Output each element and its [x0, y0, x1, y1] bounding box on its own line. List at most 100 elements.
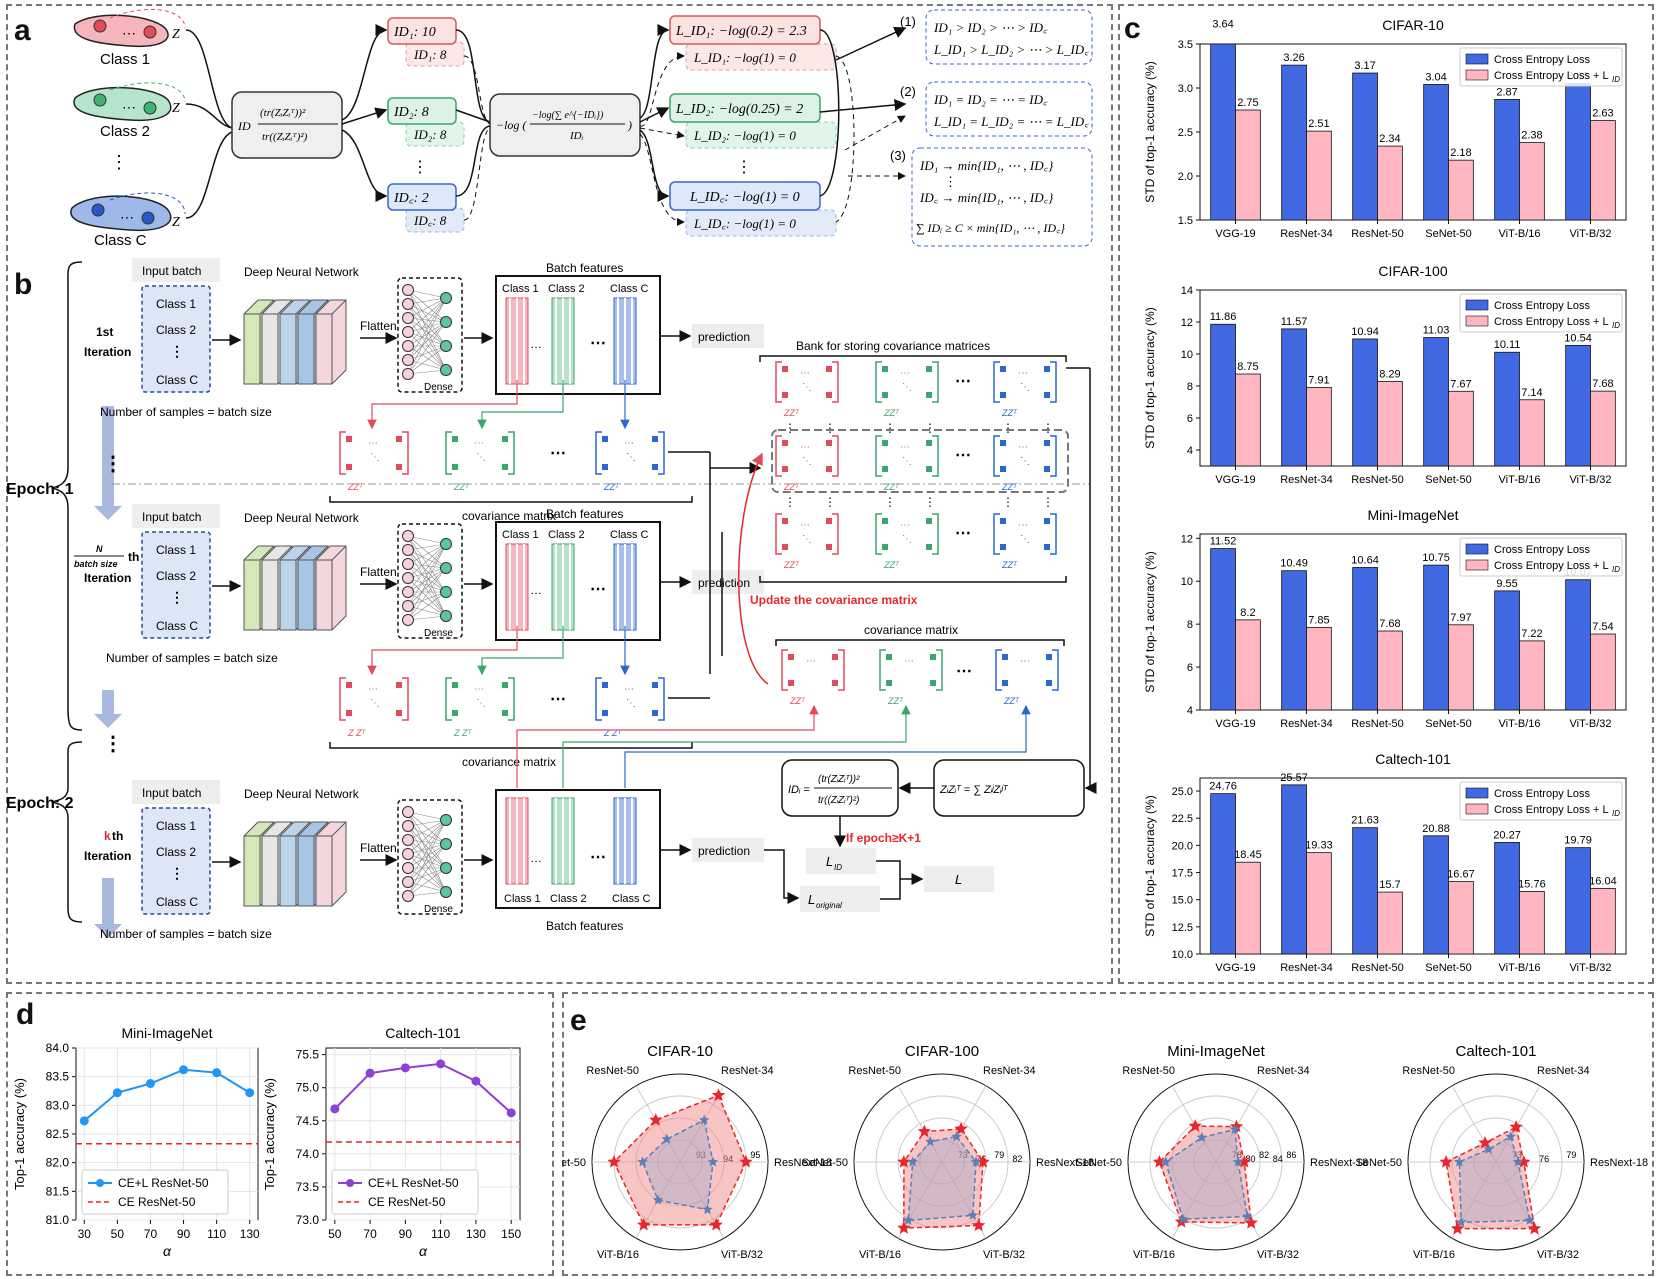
radar-point — [711, 1088, 726, 1101]
svg-text:N: N — [96, 544, 103, 554]
class-2-blob: ⋯ — [73, 82, 186, 122]
bar-value-label: 8.29 — [1379, 368, 1400, 380]
svg-text:Class C: Class C — [156, 373, 198, 387]
bar-value-label: 7.91 — [1308, 374, 1329, 386]
radar-axis-label: ResNet-34 — [983, 1065, 1036, 1077]
y-tick-label: 73.0 — [296, 1213, 320, 1227]
svg-text:⋯: ⋯ — [1020, 656, 1030, 667]
svg-text:⋯: ⋯ — [1018, 368, 1028, 379]
bar-ce — [1281, 570, 1307, 711]
radar-point — [1454, 1156, 1465, 1167]
bar-value-label: 7.54 — [1592, 621, 1613, 633]
bar-ce — [1423, 835, 1449, 955]
radar-point — [698, 1114, 710, 1125]
svg-text:Class 1: Class 1 — [502, 283, 539, 295]
radar-axis-label: ViT-B/32 — [1537, 1249, 1579, 1261]
svg-text:ZZᵀ: ZZᵀ — [453, 482, 470, 492]
progress-arrow — [102, 690, 114, 714]
y-tick-label: 6 — [1187, 662, 1193, 674]
svg-text:⋯: ⋯ — [550, 445, 566, 462]
x-tick-label: ResNet-50 — [1351, 474, 1404, 486]
bar-ce-lid — [1235, 109, 1261, 221]
svg-text:⋯: ⋯ — [955, 447, 971, 464]
legend-item: Cross Entropy Loss + L — [1494, 316, 1609, 328]
bar-ce-lid — [1377, 891, 1403, 955]
bar-chart-4: Caltech-10110.012.515.017.520.022.525.0S… — [1143, 751, 1627, 974]
svg-text:original: original — [816, 901, 842, 910]
class-c-label: Class C — [94, 232, 147, 249]
loss2-shadow: L_ID₂: −log(1) = 0 — [693, 128, 796, 143]
radar-axis-label: ResNext-18 — [1590, 1157, 1648, 1169]
y-axis-label: STD of top-1 accuracy (%) — [1143, 61, 1157, 202]
dense-layer — [397, 799, 463, 915]
radar-axis-label: ResNet-34 — [1257, 1065, 1310, 1077]
radar-point — [1160, 1156, 1171, 1167]
data-point — [145, 1079, 155, 1089]
radar-axis-label: ViT-B/16 — [1413, 1249, 1455, 1261]
svg-text:⋯: ⋯ — [955, 373, 971, 390]
idc-box: ID꜀: 2 — [393, 191, 429, 206]
radar-axis-label: SeNet-50 — [802, 1157, 848, 1169]
series-line — [334, 1062, 512, 1114]
radar-point — [951, 1131, 962, 1142]
bar-ce — [1565, 579, 1591, 711]
progress-arrow — [102, 878, 114, 924]
svg-text:⋱: ⋱ — [1020, 456, 1030, 467]
bar-ce-lid — [1590, 390, 1616, 467]
svg-text:Class C: Class C — [612, 893, 651, 905]
svg-text:⋮: ⋮ — [170, 343, 184, 359]
radar-axis-label: ResNext-18 — [1036, 1157, 1094, 1169]
radar-axis-label: ViT-B/16 — [1133, 1249, 1175, 1261]
svg-text:⋱: ⋱ — [476, 698, 486, 709]
radar-ring-label: 79 — [994, 1150, 1004, 1160]
svg-text:L: L — [826, 854, 833, 869]
svg-text:Z Zᵀ: Z Zᵀ — [347, 728, 366, 738]
x-tick-label: SeNet-50 — [1425, 474, 1471, 486]
radar-point — [903, 1214, 914, 1225]
radar-point — [1196, 1132, 1208, 1142]
y-tick-label: 82.0 — [46, 1156, 70, 1170]
svg-text:⋮: ⋮ — [103, 733, 123, 755]
bar-ce — [1210, 323, 1236, 467]
svg-text:Iteration: Iteration — [84, 849, 131, 863]
radar-axis-label: ResNet-50 — [1122, 1065, 1175, 1077]
radar-axis-label: ResNext-18 — [1310, 1157, 1368, 1169]
radar-point — [967, 1209, 979, 1220]
svg-text:Class 2: Class 2 — [548, 283, 585, 295]
bar-value-label: 10.64 — [1351, 554, 1379, 566]
bar-ce-lid — [1448, 624, 1474, 711]
bar-ce-lid — [1377, 380, 1403, 467]
svg-text:ID: ID — [834, 863, 842, 872]
y-tick-label: 2.0 — [1178, 171, 1193, 183]
bar-value-label: 11.86 — [1210, 311, 1237, 323]
svg-text:Class 2: Class 2 — [156, 845, 196, 859]
class-1-label: Class 1 — [100, 51, 150, 68]
class-1-blob: ⋯ — [73, 8, 186, 48]
y-tick-label: 3.5 — [1178, 39, 1193, 51]
epoch-1-label: Epoch: 1 — [6, 481, 74, 498]
radar-axis-label: ResNet-50 — [848, 1065, 901, 1077]
samples-note: Number of samples = batch size — [100, 405, 272, 419]
svg-text:⋱: ⋱ — [370, 698, 380, 709]
bar-ce — [1352, 72, 1378, 221]
svg-text:tr((ZᵢZᵢᵀ)²): tr((ZᵢZᵢᵀ)²) — [818, 795, 859, 806]
lossc-shadow: L_ID꜀: −log(1) = 0 — [693, 216, 796, 231]
bar-value-label: 7.22 — [1521, 628, 1542, 640]
panel-d-frame — [6, 992, 554, 1276]
data-point — [79, 1116, 89, 1126]
bar-ce — [1210, 43, 1236, 221]
bar-ce-lid — [1235, 373, 1261, 467]
x-tick-label: SeNet-50 — [1425, 718, 1471, 730]
legend-item: CE+L ResNet-50 — [368, 1176, 459, 1190]
bar-ce-lid — [1306, 626, 1332, 711]
case-1-line-2: L_ID₁ > L_ID₂ > ⋯ > L_ID꜀ — [933, 42, 1089, 57]
svg-text:Class C: Class C — [610, 529, 649, 541]
bar-value-label: 2.87 — [1496, 86, 1517, 98]
x-tick-label: 110 — [431, 1227, 450, 1241]
bar-ce — [1210, 548, 1236, 711]
svg-text:th: th — [128, 550, 139, 564]
bar-ce-lid — [1235, 619, 1261, 711]
